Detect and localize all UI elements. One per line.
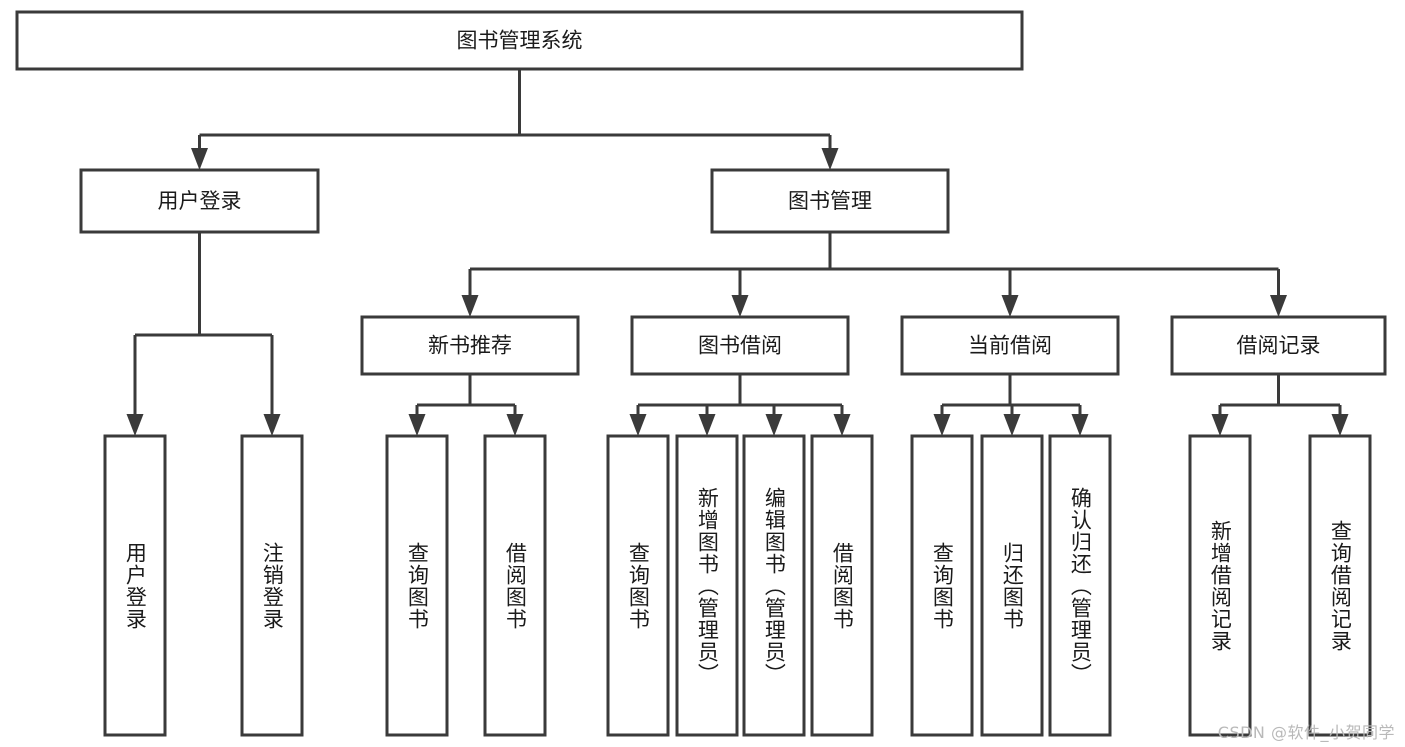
node-box-leaf-borrow-book-2 bbox=[810, 434, 874, 737]
node-leaf-query-book-1[interactable] bbox=[385, 434, 449, 737]
node-box-leaf-user-login bbox=[103, 434, 167, 737]
node-box-book-borrow bbox=[630, 315, 850, 376]
node-box-new-book-recommend bbox=[360, 315, 580, 376]
link-book-borrow-leaf-borrow-book-2-arrowhead bbox=[833, 414, 851, 436]
node-box-leaf-query-book-3 bbox=[910, 434, 974, 737]
link-current-borrow-leaf-query-book-3-arrowhead bbox=[933, 414, 951, 436]
node-leaf-user-logout[interactable] bbox=[240, 434, 304, 737]
node-box-leaf-query-book-2 bbox=[606, 434, 670, 737]
node-box-leaf-confirm-return bbox=[1048, 434, 1112, 737]
node-box-leaf-edit-book bbox=[742, 434, 806, 737]
link-book-management-current-borrow-arrowhead bbox=[1001, 295, 1019, 317]
csdn-watermark: CSDN @软件_小贺同学 bbox=[1217, 723, 1395, 742]
node-box-leaf-query-borrow-record bbox=[1308, 434, 1372, 737]
node-leaf-query-book-2[interactable] bbox=[606, 434, 670, 737]
node-label-root: 图书管理系统 bbox=[457, 29, 583, 53]
link-new-book-recommend-leaf-borrow-book-1-arrowhead bbox=[506, 414, 524, 436]
link-new-book-recommend-leaf-query-book-1-arrowhead bbox=[408, 414, 426, 436]
node-root[interactable] bbox=[15, 10, 1024, 71]
link-current-borrow-leaf-confirm-return-arrowhead bbox=[1071, 414, 1089, 436]
node-leaf-edit-book[interactable] bbox=[742, 434, 806, 737]
node-box-leaf-borrow-book-1 bbox=[483, 434, 547, 737]
link-user-login-leaf-user-login-arrowhead bbox=[126, 414, 144, 436]
node-label-user-login: 用户登录 bbox=[158, 189, 242, 213]
node-box-leaf-add-book bbox=[675, 434, 739, 737]
node-box-leaf-user-logout bbox=[240, 434, 304, 737]
node-leaf-borrow-book-1[interactable] bbox=[483, 434, 547, 737]
node-leaf-return-book[interactable] bbox=[980, 434, 1044, 737]
link-root-book-management-arrowhead bbox=[821, 148, 839, 170]
link-book-borrow-leaf-add-book-arrowhead bbox=[698, 414, 716, 436]
node-label-current-borrow: 当前借阅 bbox=[968, 334, 1052, 358]
node-label-book-borrow: 图书借阅 bbox=[698, 334, 782, 358]
link-borrow-record-leaf-query-borrow-record-arrowhead bbox=[1331, 414, 1349, 436]
node-box-leaf-query-book-1 bbox=[385, 434, 449, 737]
node-box-borrow-record bbox=[1170, 315, 1387, 376]
node-current-borrow[interactable] bbox=[900, 315, 1120, 376]
node-box-book-management bbox=[710, 168, 950, 234]
node-label-new-book-recommend: 新书推荐 bbox=[428, 334, 512, 358]
node-leaf-add-borrow-record[interactable] bbox=[1188, 434, 1252, 737]
node-leaf-borrow-book-2[interactable] bbox=[810, 434, 874, 737]
node-borrow-record[interactable] bbox=[1170, 315, 1387, 376]
link-root-user-login-arrowhead bbox=[191, 148, 208, 170]
node-book-management[interactable] bbox=[710, 168, 950, 234]
link-book-management-book-borrow-arrowhead bbox=[731, 295, 749, 317]
link-book-borrow-leaf-query-book-2-arrowhead bbox=[629, 414, 647, 436]
node-box-root bbox=[15, 10, 1024, 71]
node-box-leaf-return-book bbox=[980, 434, 1044, 737]
link-current-borrow-leaf-return-book-arrowhead bbox=[1003, 414, 1021, 436]
link-user-login-leaf-user-logout-arrowhead bbox=[263, 414, 281, 436]
link-borrow-record-leaf-add-borrow-record-arrowhead bbox=[1211, 414, 1229, 436]
node-leaf-add-book[interactable] bbox=[675, 434, 739, 737]
node-leaf-user-login[interactable] bbox=[103, 434, 167, 737]
node-box-leaf-add-borrow-record bbox=[1188, 434, 1252, 737]
node-label-borrow-record: 借阅记录 bbox=[1237, 334, 1321, 358]
node-leaf-query-borrow-record[interactable] bbox=[1308, 434, 1372, 737]
link-book-management-borrow-record-arrowhead bbox=[1270, 295, 1287, 317]
node-leaf-confirm-return[interactable] bbox=[1048, 434, 1112, 737]
node-book-borrow[interactable] bbox=[630, 315, 850, 376]
node-label-book-management: 图书管理 bbox=[788, 189, 872, 213]
node-new-book-recommend[interactable] bbox=[360, 315, 580, 376]
link-book-borrow-leaf-edit-book-arrowhead bbox=[765, 414, 783, 436]
link-book-management-new-book-recommend-arrowhead bbox=[461, 295, 479, 317]
node-leaf-query-book-3[interactable] bbox=[910, 434, 974, 737]
node-box-current-borrow bbox=[900, 315, 1120, 376]
